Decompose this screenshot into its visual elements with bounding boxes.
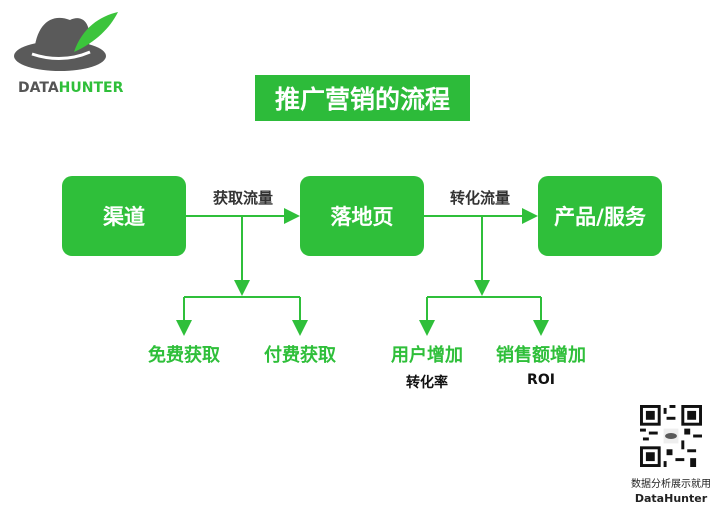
- leaf-free-acquire: 免费获取: [148, 345, 220, 366]
- node-product-service: 产品/服务: [538, 176, 662, 256]
- metric-conversion-rate: 转化率: [406, 375, 448, 391]
- leaf-user-growth: 用户增加: [391, 345, 463, 366]
- footer-caption: 数据分析展示就用 DataHunter: [612, 478, 720, 506]
- qr-code-icon: [640, 405, 702, 467]
- hat-logo-icon: [14, 12, 118, 71]
- page-title: 推广营销的流程: [255, 75, 470, 121]
- node-landing-page: 落地页: [300, 176, 424, 256]
- metric-roi: ROI: [527, 372, 555, 388]
- brand-name: DATAHUNTER: [18, 80, 124, 96]
- edge-label-acquire-traffic: 获取流量: [212, 189, 273, 207]
- leaf-paid-acquire: 付费获取: [264, 345, 336, 366]
- node-channel: 渠道: [62, 176, 186, 256]
- leaf-sales-growth: 销售额增加: [496, 345, 586, 366]
- edge-label-convert-traffic: 转化流量: [449, 189, 510, 207]
- footer-line2: DataHunter: [634, 492, 708, 505]
- footer-line1: 数据分析展示就用: [631, 479, 711, 490]
